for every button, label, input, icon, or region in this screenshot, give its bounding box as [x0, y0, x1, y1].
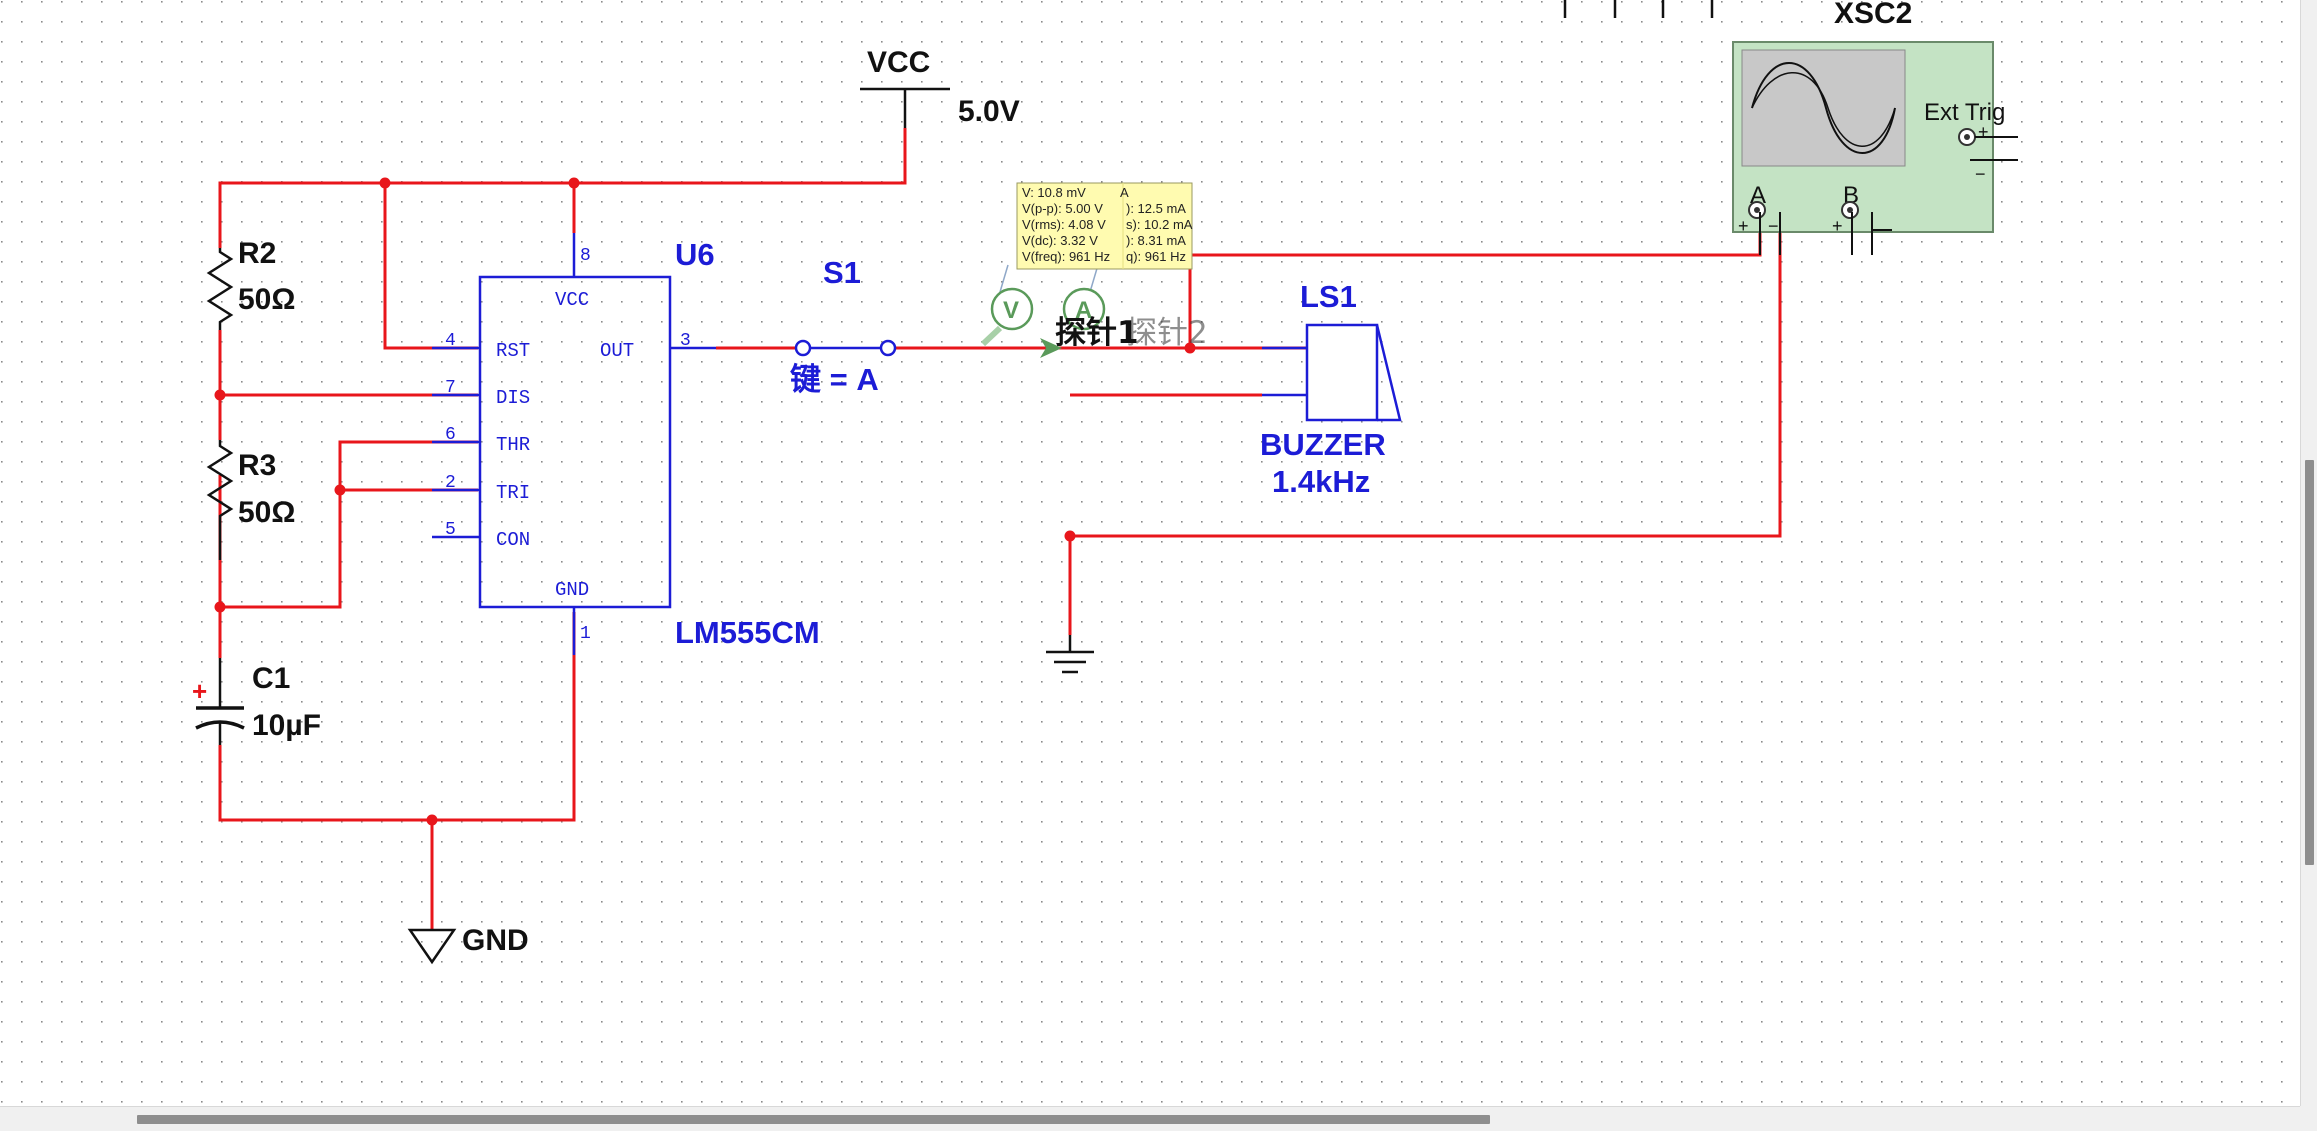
- pin-num-7: 7: [445, 378, 456, 398]
- probe-v-3: V(dc): 3.32 V: [1022, 233, 1098, 248]
- gnd-label: GND: [462, 924, 529, 957]
- c1-value: 10µF: [252, 709, 321, 742]
- r3-value: 50Ω: [238, 496, 295, 529]
- ammeter-icon: A: [1062, 287, 1106, 331]
- timer-ref: U6: [675, 237, 715, 272]
- schematic-canvas[interactable]: VCC 5.0V R2 50Ω R3 50Ω + C1 10µF GND: [0, 0, 2300, 1106]
- oscilloscope-xsc2[interactable]: XSC2 Ext Trig + − A + − B: [1732, 0, 2018, 255]
- resistor-r2[interactable]: R2 50Ω: [206, 237, 295, 330]
- switch-s1[interactable]: S1 键 = A: [790, 255, 897, 397]
- probe-needle: [980, 325, 1003, 347]
- probe-a-1: ): 12.5 mA: [1126, 201, 1186, 216]
- vertical-scroll-thumb[interactable]: [2305, 460, 2314, 865]
- vertical-scrollbar[interactable]: [2300, 0, 2317, 1106]
- horizontal-scrollbar[interactable]: [0, 1106, 2300, 1131]
- svg-text:V: V: [1003, 297, 1019, 324]
- pin-num-2: 2: [445, 473, 456, 493]
- probe-v-1: V(p-p): 5.00 V: [1022, 201, 1103, 216]
- ground-symbol[interactable]: [1046, 635, 1094, 674]
- probe-v-4: V(freq): 961 Hz: [1022, 249, 1110, 264]
- svg-text:−: −: [1975, 164, 1986, 184]
- voltmeter-icon: V: [990, 287, 1034, 331]
- pin-thr-label: THR: [496, 434, 530, 456]
- probe-a-3: ): 8.31 mA: [1126, 233, 1186, 248]
- svg-text:−: −: [1768, 216, 1779, 236]
- r2-ref: R2: [238, 237, 276, 270]
- probe-overlap-label: 探针2: [1126, 315, 1208, 351]
- probe-label: 探针1: [1055, 315, 1139, 351]
- pin-num-8: 8: [580, 246, 591, 266]
- pin-rst-label: RST: [496, 340, 530, 362]
- scope-channel-a[interactable]: A + −: [1738, 182, 1781, 255]
- scope-channel-b[interactable]: B +: [1832, 182, 1892, 255]
- probe-a-4: q): 961 Hz: [1126, 249, 1186, 264]
- buzzer-type: BUZZER: [1260, 427, 1386, 462]
- partial-component-top: [1563, 0, 1714, 18]
- pin-vcc-label: VCC: [555, 289, 589, 311]
- buzzer-freq: 1.4kHz: [1272, 464, 1370, 499]
- pin-con-label: CON: [496, 529, 530, 551]
- probe-current-readings: A ): 12.5 mA s): 10.2 mA ): 8.31 mA q): …: [1120, 185, 1193, 264]
- resistor-r3[interactable]: R3 50Ω: [206, 440, 295, 560]
- scope-ext-trig-terminal[interactable]: + −: [1958, 122, 2018, 184]
- pin-num-6: 6: [445, 425, 456, 445]
- ground-gnd[interactable]: GND: [407, 924, 529, 965]
- pin-gnd-label: GND: [555, 579, 589, 601]
- scope-screen-waveform: [1751, 62, 1896, 154]
- junctions: [214, 177, 1196, 826]
- horizontal-scroll-thumb[interactable]: [137, 1115, 1490, 1124]
- timer-pin-labels: VCC RST OUT DIS THR TRI CON GND 8 4 3 7 …: [445, 246, 691, 644]
- pin-num-1: 1: [580, 624, 591, 644]
- probe-v-0: V: 10.8 mV: [1022, 185, 1086, 200]
- scope-ext-trig-label: Ext Trig: [1924, 99, 2005, 126]
- probe-arrow-icon: [1040, 338, 1062, 358]
- scope-ref: XSC2: [1834, 0, 1912, 30]
- c1-ref: C1: [252, 662, 290, 695]
- svg-text:+: +: [1978, 122, 1989, 142]
- pin-tri-label: TRI: [496, 482, 530, 504]
- capacitor-c1[interactable]: + C1 10µF: [192, 658, 321, 745]
- svg-text:A: A: [1075, 297, 1092, 324]
- probe-a-2: s): 10.2 mA: [1126, 217, 1193, 232]
- measurement-probe[interactable]: V: 10.8 mV V(p-p): 5.00 V V(rms): 4.08 V…: [980, 182, 1208, 358]
- c1-polarity: +: [192, 676, 207, 706]
- timer-part: LM555CM: [675, 615, 820, 650]
- switch-key: 键 = A: [790, 362, 879, 397]
- probe-a-0: A: [1120, 185, 1129, 200]
- r3-ref: R3: [238, 449, 276, 482]
- pin-out-label: OUT: [600, 340, 634, 362]
- vcc-value: 5.0V: [958, 95, 1020, 128]
- vcc-source[interactable]: VCC 5.0V: [860, 46, 1020, 128]
- pin-num-4: 4: [445, 331, 456, 351]
- pin-num-5: 5: [445, 520, 456, 540]
- scrollbar-corner: [2300, 1106, 2317, 1131]
- switch-ref: S1: [823, 255, 861, 290]
- probe-voltage-readings: V: 10.8 mV V(p-p): 5.00 V V(rms): 4.08 V…: [1022, 185, 1110, 264]
- pin-dis-label: DIS: [496, 387, 530, 409]
- svg-text:+: +: [1832, 216, 1843, 236]
- timer-u6[interactable]: [432, 233, 716, 655]
- pin-num-3: 3: [680, 331, 691, 351]
- svg-text:+: +: [1738, 216, 1749, 236]
- buzzer-ref: LS1: [1300, 279, 1357, 314]
- probe-v-2: V(rms): 4.08 V: [1022, 217, 1106, 232]
- r2-value: 50Ω: [238, 283, 295, 316]
- vcc-label: VCC: [867, 46, 930, 79]
- buzzer-ls1[interactable]: LS1 BUZZER 1.4kHz: [1260, 279, 1402, 499]
